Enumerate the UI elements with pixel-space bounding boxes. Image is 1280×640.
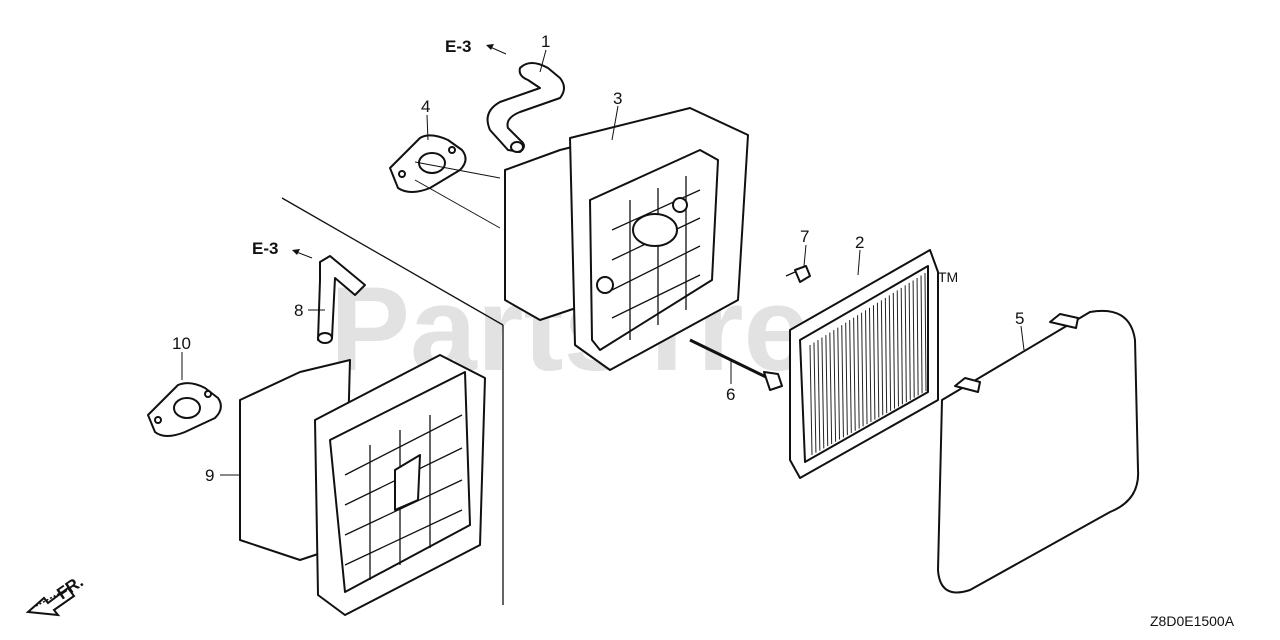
filter-pleat	[861, 312, 864, 427]
filter-pleat	[865, 310, 868, 425]
trademark: TM	[938, 269, 958, 285]
filter-pleat	[868, 307, 872, 422]
callout-10: 10	[172, 334, 191, 353]
bolt-small	[785, 265, 811, 283]
callout-5: 5	[1015, 309, 1024, 328]
filter-pleat	[813, 342, 817, 453]
filter-pleat	[821, 337, 825, 449]
filter-pleat	[829, 332, 833, 444]
diagram-code: Z8D0E1500A	[1150, 613, 1235, 629]
callout-9: 9	[205, 466, 214, 485]
callout-1: 1	[541, 32, 550, 51]
filter-pleat	[904, 285, 907, 403]
leader-2	[857, 249, 861, 276]
gasket-upper	[389, 134, 467, 193]
filter-pleat	[849, 320, 852, 433]
air-cleaner-case-lower	[239, 354, 486, 616]
leader-3	[611, 105, 619, 141]
filter-pleat	[884, 297, 888, 414]
filter-pleat	[833, 330, 837, 442]
gasket-lower	[147, 382, 222, 437]
filter-pleat	[900, 287, 903, 405]
leader-1	[539, 49, 547, 73]
reference-e3-top: E-3	[445, 37, 471, 56]
reference-e3-mid: E-3	[252, 239, 278, 258]
air-cleaner-cover	[937, 309, 1140, 594]
leader-4b	[414, 161, 501, 179]
front-direction-marker: FR.	[25, 572, 87, 617]
filter-pleat	[888, 295, 892, 411]
callout-8: 8	[294, 301, 303, 320]
leader-5	[1020, 325, 1025, 351]
divider-line	[281, 197, 504, 326]
callout-4: 4	[421, 97, 430, 116]
callout-2: 2	[855, 233, 864, 252]
leader-4	[426, 114, 429, 141]
filter-pleat	[817, 340, 821, 451]
filter-pleat	[912, 280, 915, 398]
callout-6: 6	[726, 385, 735, 404]
leader-7	[803, 244, 807, 267]
air-cleaner-case-upper	[504, 107, 749, 371]
filter-pleat	[853, 317, 856, 431]
leader-4c	[414, 179, 501, 229]
bolt-long	[689, 338, 783, 391]
filter-pleat	[837, 327, 841, 440]
filter-pleats	[809, 272, 927, 456]
arrowhead-icon	[292, 249, 300, 255]
arrowhead-icon	[486, 44, 494, 50]
arrow-left-down-icon	[25, 586, 76, 617]
filter-pleat	[924, 272, 927, 392]
breather-tube-upper	[486, 62, 565, 153]
filter-pleat	[880, 300, 884, 416]
filter-element	[789, 249, 939, 479]
filter-pleat	[916, 277, 919, 396]
filter-pleat	[896, 290, 899, 407]
filter-pleat	[872, 305, 876, 420]
filter-pleat	[841, 325, 844, 438]
filter-pleat	[857, 315, 860, 429]
filter-pleat	[892, 292, 896, 409]
filter-pleat	[908, 282, 911, 400]
filter-pleat	[876, 302, 880, 418]
filter-pleat	[809, 344, 813, 456]
filter-pleat	[920, 275, 923, 394]
filter-pleat	[825, 335, 829, 447]
callout-7: 7	[800, 227, 809, 246]
filter-pleat	[845, 322, 848, 436]
breather-tube-lower	[317, 255, 366, 344]
callout-3: 3	[613, 89, 622, 108]
